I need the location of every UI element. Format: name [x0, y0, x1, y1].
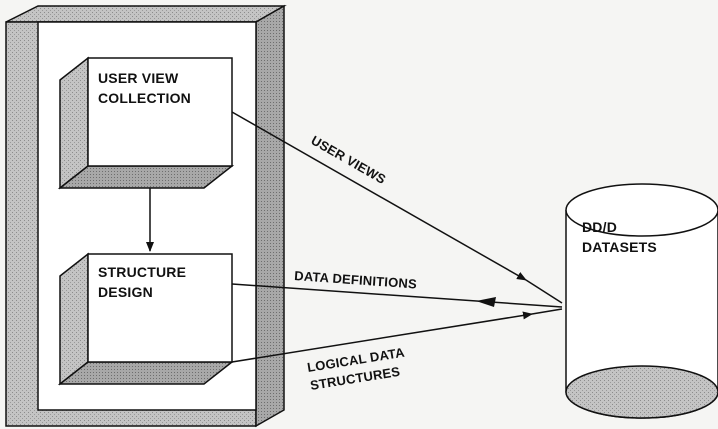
box-label-line2: COLLECTION [98, 90, 191, 106]
data-definitions-arrowhead [476, 297, 496, 307]
box-bottom-face [57, 361, 235, 385]
box-label-line2: DESIGN [98, 284, 153, 300]
datastore-label-line1: DD/D [582, 219, 617, 235]
cylinder-top [565, 183, 718, 237]
structure-design-box: STRUCTURE DESIGN [57, 252, 235, 386]
box-bottom-face [57, 165, 235, 189]
data-definitions-label: DATA DEFINITIONS [294, 268, 418, 292]
data-definitions-arrow [231, 283, 563, 308]
frame-side-face [255, 4, 285, 428]
box-label-line1: USER VIEW [98, 70, 179, 86]
cylinder-bottom [565, 365, 718, 419]
user-views-arrow [231, 111, 527, 281]
logical-data-structures-arrow-tail [531, 308, 563, 315]
dd-d-datasets-cylinder: DD/D DATASETS [565, 183, 718, 419]
box-label-line1: STRUCTURE [98, 264, 186, 280]
frame-top-face [5, 5, 287, 23]
logical-data-structures-arrow [231, 311, 533, 363]
user-views-arrow-tail [525, 279, 563, 304]
user-view-collection-box: USER VIEW COLLECTION [57, 56, 235, 190]
box-front-face [87, 253, 233, 363]
datastore-label-line2: DATASETS [582, 239, 657, 255]
